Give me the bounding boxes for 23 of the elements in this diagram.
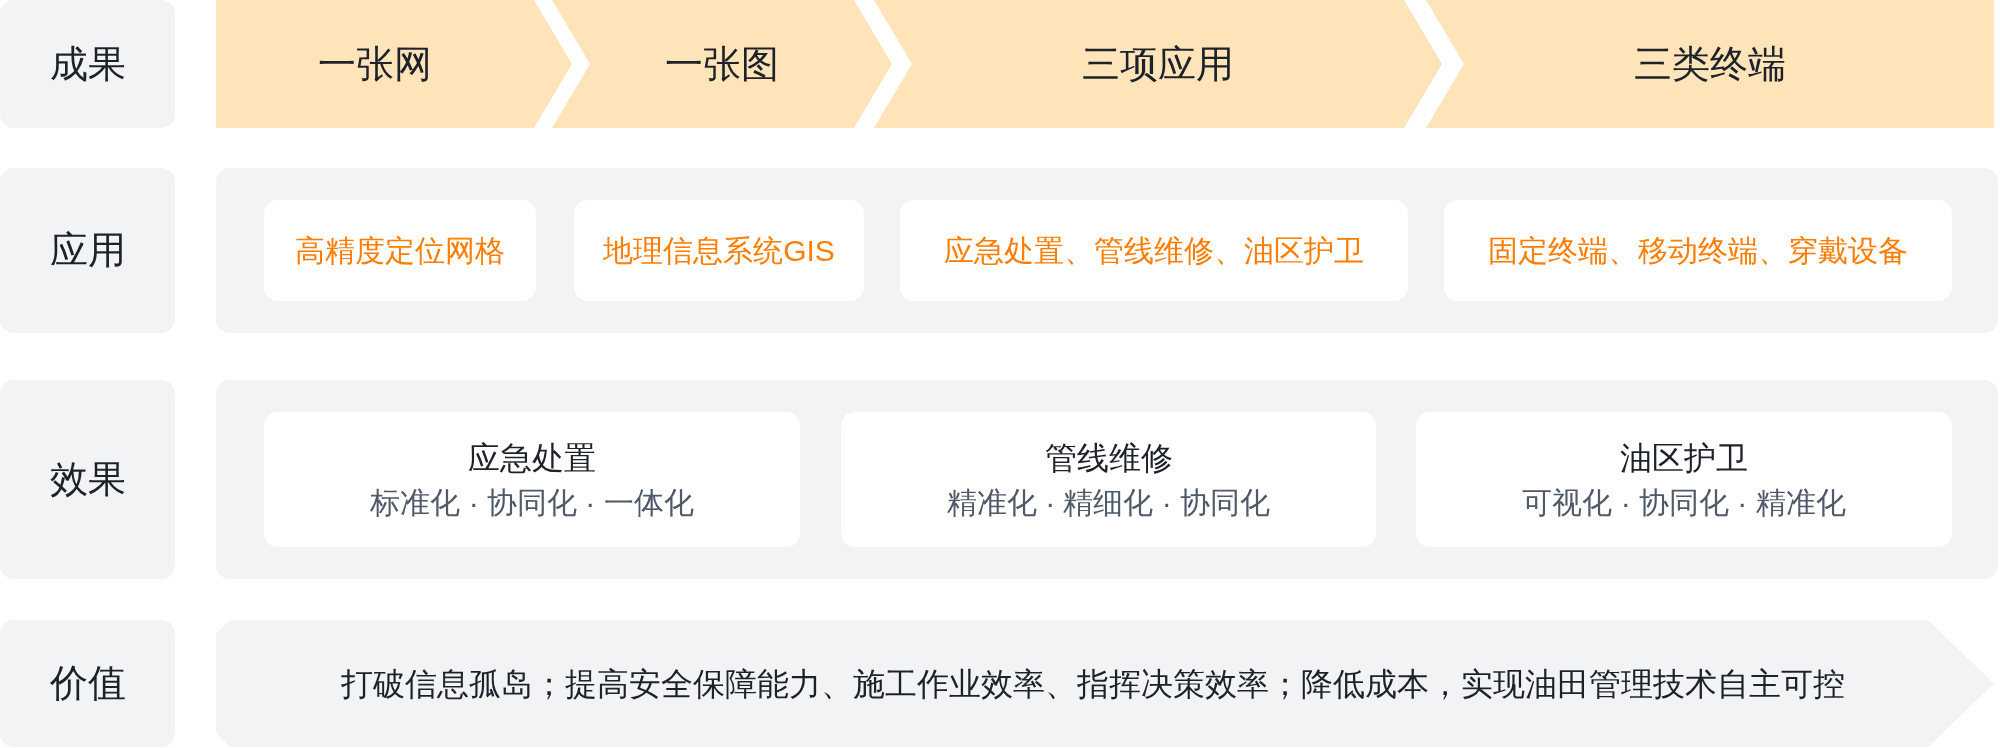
card-subtitle: 标准化 · 协同化 · 一体化 bbox=[370, 487, 694, 518]
application-card: 地理信息系统GIS bbox=[574, 200, 864, 301]
row-header: 价值 bbox=[0, 620, 175, 747]
chevron-step bbox=[216, 0, 572, 128]
application-card: 固定终端、移动终端、穿戴设备 bbox=[1444, 200, 1952, 301]
stage-label: 三项应用 bbox=[1082, 41, 1234, 87]
chevron-step bbox=[874, 0, 1442, 128]
application-card: 高精度定位网格 bbox=[264, 200, 536, 301]
application-card: 应急处置、管线维修、油区护卫 bbox=[900, 200, 1408, 301]
chevron-step bbox=[552, 0, 892, 128]
chevron-step bbox=[1426, 0, 1994, 128]
card-title: 应急处置 bbox=[468, 441, 596, 474]
row-header: 效果 bbox=[0, 380, 175, 579]
row-header: 应用 bbox=[0, 168, 175, 333]
row-header: 成果 bbox=[0, 0, 175, 128]
card-title: 管线维修 bbox=[1044, 441, 1173, 474]
stage-label: 一张网 bbox=[318, 41, 432, 87]
card-subtitle: 可视化 · 协同化 · 精准化 bbox=[1522, 487, 1846, 518]
card-subtitle: 精准化 · 精细化 · 协同化 bbox=[946, 487, 1271, 518]
value-statement: 打破信息孤岛；提高安全保障能力、施工作业效率、指挥决策效率；降低成本，实现油田管理技术自主可控 bbox=[341, 664, 1845, 704]
stage-label: 一张图 bbox=[665, 41, 779, 87]
card-title: 油区护卫 bbox=[1620, 441, 1748, 474]
stage-label: 三类终端 bbox=[1634, 41, 1786, 87]
